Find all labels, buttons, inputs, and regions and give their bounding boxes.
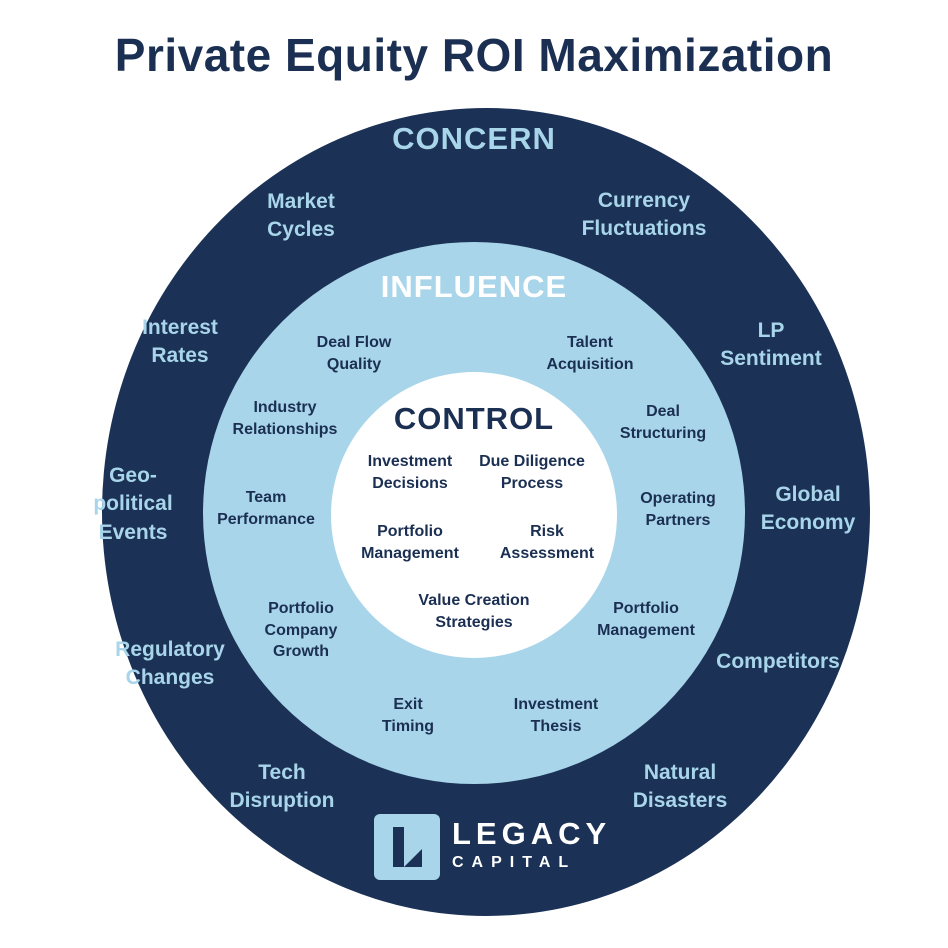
concern-heading: CONCERN bbox=[392, 121, 556, 156]
logo-line-1: LEGACY bbox=[452, 816, 612, 851]
concern-item: Competitors bbox=[716, 650, 840, 673]
control-circle bbox=[331, 372, 617, 658]
logo-wordmark: LEGACY CAPITAL bbox=[452, 818, 611, 871]
logo-line-2: CAPITAL bbox=[452, 854, 577, 871]
page-title: Private Equity ROI Maximization bbox=[114, 29, 834, 81]
legacy-capital-logo-icon bbox=[374, 814, 440, 880]
control-heading: CONTROL bbox=[393, 401, 555, 436]
influence-heading: INFLUENCE bbox=[380, 269, 568, 304]
